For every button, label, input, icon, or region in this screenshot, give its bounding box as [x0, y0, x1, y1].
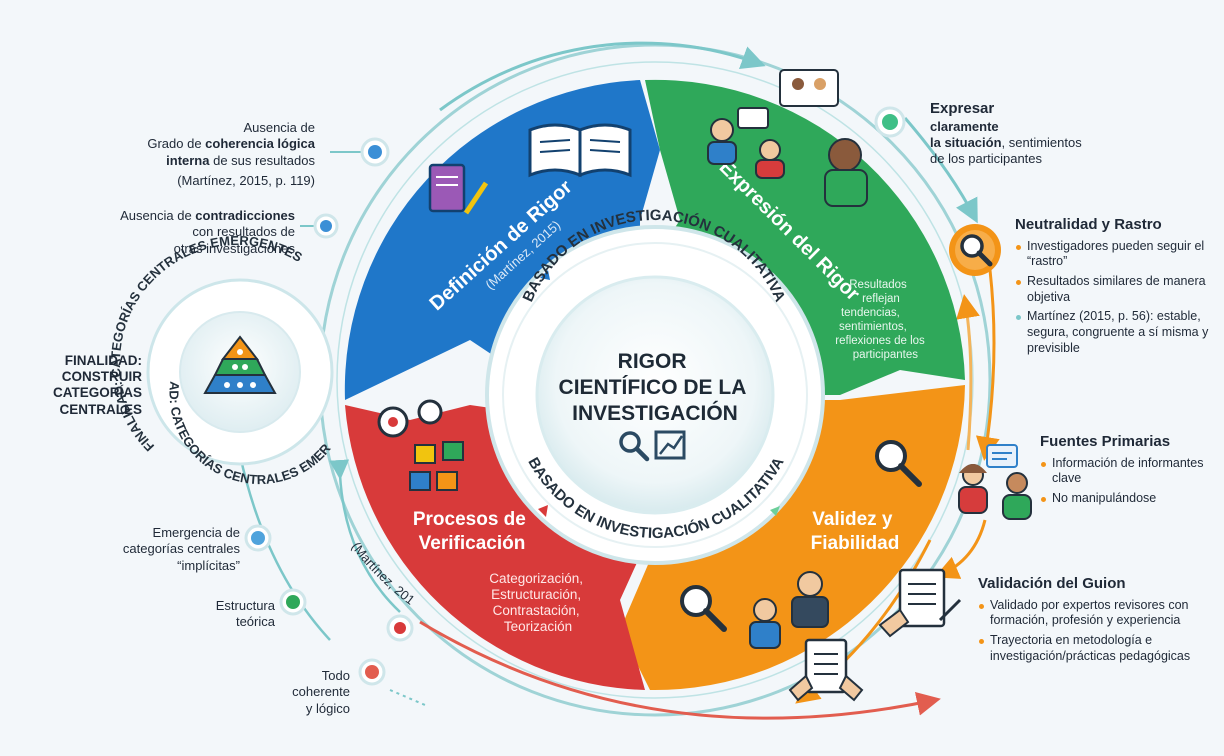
- todo-line-1: Todo: [321, 668, 350, 683]
- neutralidad-magnifier-icon: [949, 224, 1001, 276]
- neutralidad-title: Neutralidad y Rastro: [1015, 216, 1162, 233]
- right-connector-top: [903, 117, 978, 224]
- center-title: RIGOR CIENTÍFICO DE LA INVESTIGACIÓN: [559, 350, 752, 425]
- hub-label: FINALIDAD: CONSTRUIR CATEGORÍAS CENTRALE…: [42, 353, 142, 418]
- block-validacion: Validación del Guion Validado por expert…: [978, 575, 1210, 664]
- annotation-todo: Todo coherente y lógico: [270, 668, 350, 717]
- top-arc-arrow: [439, 41, 766, 112]
- emergencia-line-1: Emergencia de: [152, 525, 240, 540]
- neutralidad-item-3: Martínez (2015, p. 56): estable, segura,…: [1015, 309, 1210, 356]
- coherencia-citation: (Martínez, 2015, p. 119): [177, 172, 315, 188]
- validacion-item-1: Validado por expertos revisores con form…: [978, 598, 1210, 629]
- right-connector-low: [934, 519, 987, 579]
- hub-label-line-4: CENTRALES: [59, 401, 142, 417]
- experts-icon: [749, 571, 829, 649]
- contradicciones-line-2: con resultados de: [192, 224, 295, 240]
- neutralidad-item-2: Resultados similares de manera objetiva: [1015, 274, 1210, 305]
- expresar-line-4: de los participantes: [930, 151, 1043, 167]
- expresar-line-1: Expresar: [930, 100, 995, 117]
- ring-arrow-green: [770, 262, 780, 274]
- hub-label-line-3: CATEGORÍAS: [52, 385, 142, 401]
- ring-arrow-green-b: [770, 506, 780, 516]
- annotation-coherencia: Ausencia de Grado de coherencia lógica i…: [110, 120, 315, 189]
- dot-todo: [358, 658, 386, 686]
- ring-arrow-red: [538, 505, 548, 517]
- annotation-contradicciones: Ausencia de contradicciones con resultad…: [70, 208, 295, 257]
- hub-label-line-1: FINALIDAD:: [64, 353, 142, 368]
- estructura-line-2: teórica: [235, 614, 275, 630]
- emergencia-line-2: categorías centrales: [122, 541, 240, 557]
- dot-citation: [386, 614, 414, 642]
- dot-estructura: [279, 588, 307, 616]
- bottom-document-icon: [788, 638, 864, 702]
- procesos-items: Categorización, Estructuración, Contrast…: [489, 571, 587, 634]
- gears-icon: [377, 399, 464, 491]
- dot-left-2: [313, 213, 339, 239]
- todo-line-2: coherente: [292, 684, 350, 700]
- bottom-red-arc: [419, 620, 941, 720]
- notebook-pen-icon: [428, 163, 489, 215]
- magnifier-icon: [619, 431, 650, 462]
- dot-left-1: [360, 137, 390, 167]
- left-connector-lower: [238, 454, 331, 641]
- validacion-title: Validación del Guion: [978, 575, 1126, 592]
- block-neutralidad: Neutralidad y Rastro Investigadores pued…: [1015, 216, 1210, 356]
- coherencia-line-3: interna de sus resultados: [166, 152, 315, 168]
- expresion-note: Resultados reflejan tendencias, sentimie…: [835, 279, 928, 361]
- estructura-line-1: Estructura: [215, 598, 275, 613]
- left-dotted-arrow: [389, 689, 426, 706]
- dot-emergencia: [244, 524, 272, 552]
- contradicciones-line-1: Ausencia de contradicciones: [120, 208, 295, 223]
- validacion-document-icon: [878, 568, 962, 638]
- todo-line-3: y lógico: [305, 700, 350, 716]
- validez-title: Validez y Fiabilidad: [811, 509, 900, 554]
- annotation-emergencia: Emergencia de categorías centrales “impl…: [95, 525, 240, 574]
- right-connector-mid: [975, 269, 1000, 461]
- expresar-line-3: la situación, sentimientos: [930, 135, 1082, 150]
- left-citation-arc: [329, 459, 401, 613]
- validacion-item-2: Trayectoria en metodología e investigaci…: [978, 633, 1210, 664]
- annotation-estructura: Estructura teórica: [180, 598, 275, 631]
- pyramid-icon: [203, 335, 277, 394]
- hub-label-line-2: CONSTRUIR: [61, 369, 142, 385]
- fuentes-people-icon: [958, 444, 1032, 520]
- chart-frame-icon: [654, 430, 686, 460]
- annotation-expresar: Expresar claramente la situación, sentim…: [930, 100, 1120, 168]
- right-connector-up: [956, 294, 980, 451]
- dot-expresar: [874, 106, 906, 138]
- participants-icon: [707, 69, 868, 207]
- validez-magnifier-icon: [875, 440, 922, 487]
- coherencia-line-2: Grado de coherencia lógica: [147, 136, 315, 152]
- procesos-title: Procesos de Verificación: [413, 509, 531, 554]
- fuentes-item-1: Información de informantes clave: [1040, 456, 1205, 487]
- ring-arrow-blue: [540, 270, 550, 280]
- fuentes-title: Fuentes Primarias: [1040, 433, 1171, 450]
- center-ring-inner-stroke: [502, 242, 808, 548]
- expresar-line-2: claramente: [930, 118, 999, 134]
- procesos-magnifier-icon: [680, 585, 727, 632]
- block-fuentes: Fuentes Primarias Información de informa…: [1040, 433, 1205, 507]
- fuentes-item-2: No manipulándose: [1040, 491, 1205, 507]
- coherencia-line-1: Ausencia de: [243, 120, 315, 135]
- outer-orbit-ring-inner: [336, 61, 974, 699]
- emergencia-line-3: “implícitas”: [177, 557, 240, 573]
- contradicciones-line-3: otras investigaciones: [173, 240, 295, 256]
- neutralidad-item-1: Investigadores pueden seguir el “rastro”: [1015, 239, 1210, 270]
- book-icon: [528, 123, 632, 178]
- center-core: [535, 275, 775, 515]
